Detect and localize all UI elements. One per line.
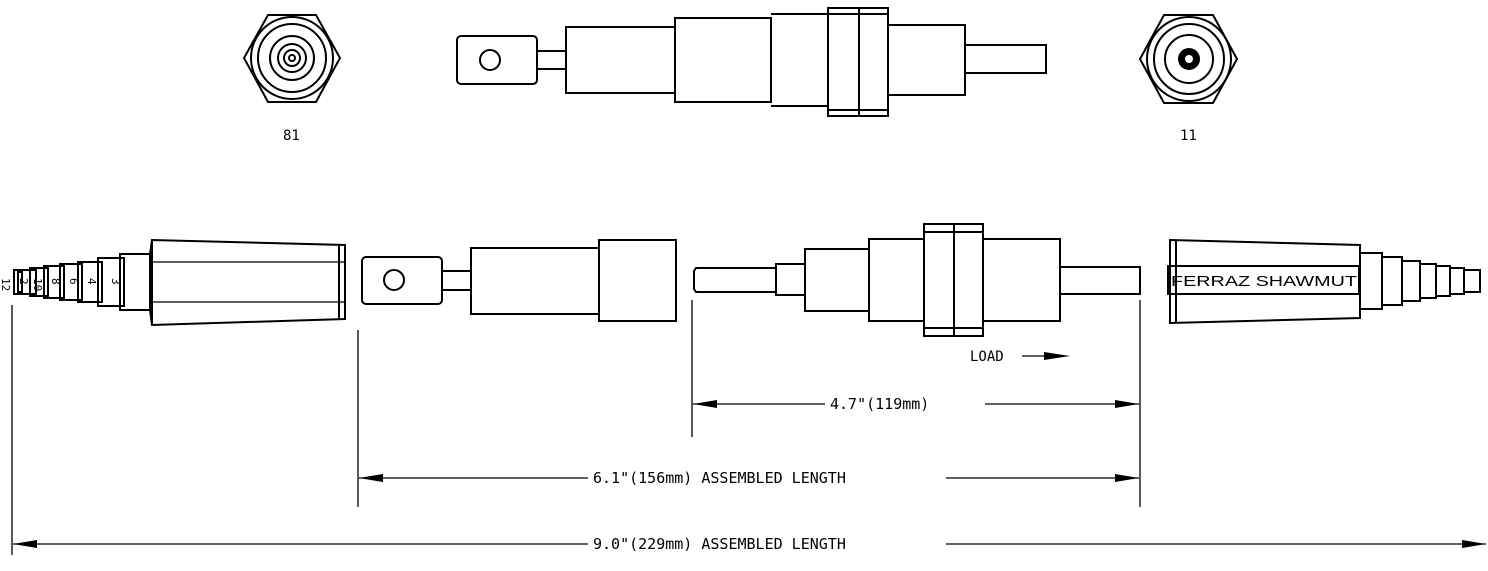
ring-number-8: 8 <box>49 278 62 285</box>
brand-label: FERRAZ SHAWMUT <box>1171 273 1357 290</box>
left-boot <box>13 238 346 327</box>
dimension-9-0-inch <box>13 540 1486 548</box>
ring-number-3: 3 <box>109 278 122 285</box>
fuse-cartridge <box>361 239 677 322</box>
dimension-4-7-inch <box>693 400 1139 408</box>
dimension-overall-label: 9.0"(229mm) ASSEMBLED LENGTH <box>593 535 846 553</box>
dimension-middle-label: 6.1"(156mm) ASSEMBLED LENGTH <box>593 469 846 487</box>
top-fuse-side-view <box>456 7 1047 117</box>
left-boot-ring-numbers: 2 3 4 6 8 10 12 <box>0 278 122 291</box>
load-label: LOAD <box>970 349 1004 365</box>
ring-number-10: 10 <box>31 278 44 291</box>
right-boot <box>1167 238 1481 325</box>
dimension-inner-label: 4.7"(119mm) <box>830 395 929 413</box>
end-view-right-label: 11 <box>1180 128 1197 144</box>
load-arrow-icon <box>1022 352 1070 360</box>
holder-body <box>693 223 1141 337</box>
ring-number-6: 6 <box>67 278 80 285</box>
end-view-81 <box>242 14 342 103</box>
ring-number-12: 12 <box>0 278 12 291</box>
end-view-left-label: 81 <box>283 128 300 144</box>
ring-number-2: 2 <box>17 278 30 285</box>
end-view-11 <box>1138 14 1239 104</box>
extension-lines <box>11 300 1141 555</box>
ring-number-4: 4 <box>85 278 98 285</box>
dimension-6-1-inch <box>359 474 1139 482</box>
